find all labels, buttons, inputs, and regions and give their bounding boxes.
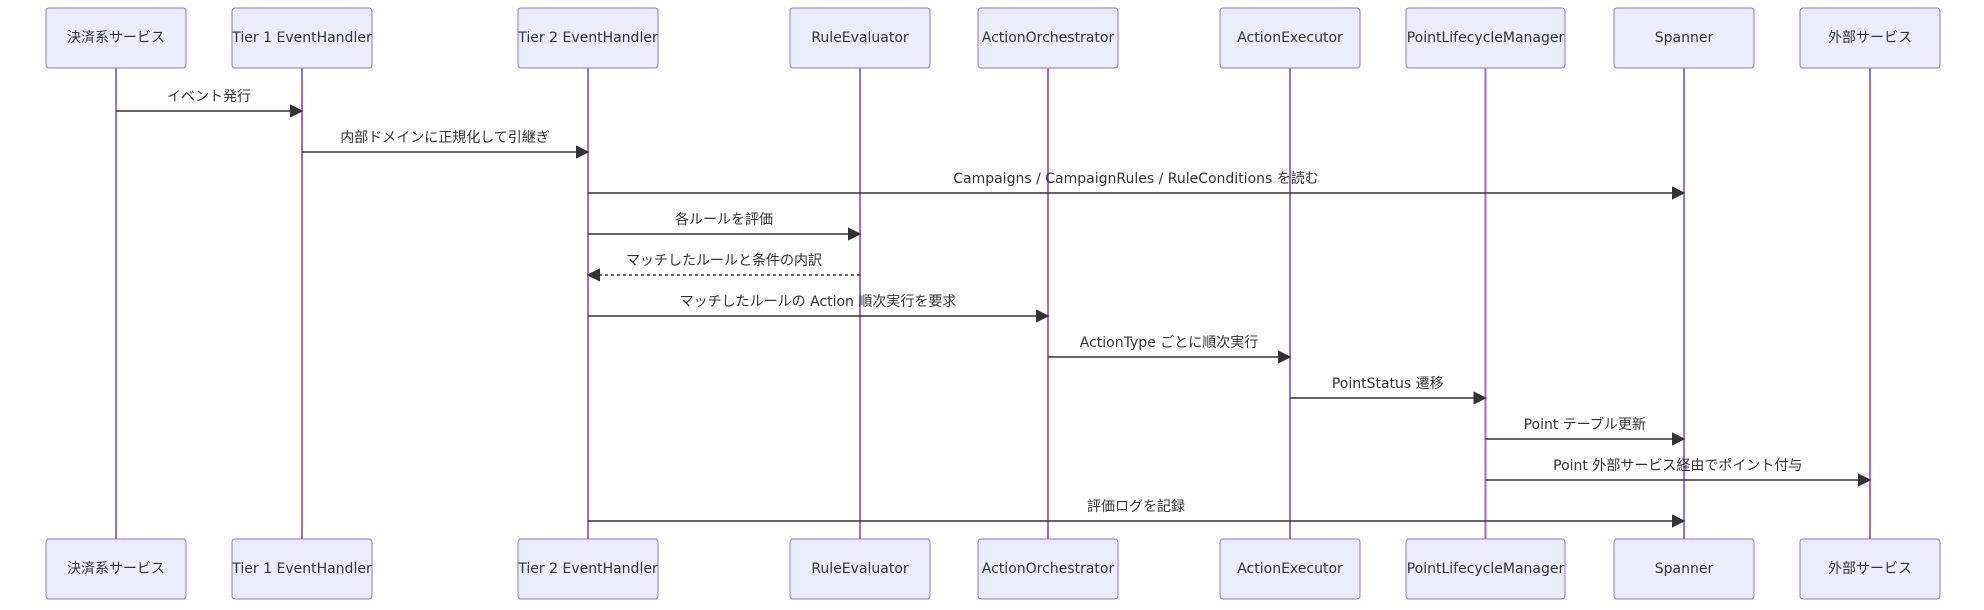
participant-payment-top: 決済系サービス (45, 7, 187, 69)
message-2: 内部ドメインに正規化して引継ぎ (302, 130, 590, 159)
message-8: PointStatus 遷移 (1290, 376, 1487, 405)
participant-label: 決済系サービス (67, 30, 165, 46)
participant-label: Tier 1 EventHandler (231, 30, 372, 46)
participant-label: Spanner (1655, 30, 1714, 46)
message-4: 各ルールを評価 (588, 212, 862, 241)
message-label: マッチしたルールと条件の内訳 (626, 252, 822, 269)
participant-orchestrator-top: ActionOrchestrator (977, 7, 1119, 69)
participant-external-bottom: 外部サービス (1799, 538, 1941, 600)
participant-box (517, 538, 659, 600)
participant-label: RuleEvaluator (811, 30, 909, 46)
message-label: PointStatus 遷移 (1332, 376, 1444, 392)
message-label: 評価ログを記録 (1087, 498, 1185, 515)
participant-label: RuleEvaluator (811, 561, 909, 577)
participant-orchestrator-bottom: ActionOrchestrator (977, 538, 1119, 600)
participant-box (1405, 7, 1566, 69)
message-label: 内部ドメインに正規化して引継ぎ (340, 130, 550, 146)
participant-label: PointLifecycleManager (1407, 30, 1565, 46)
participant-label: Spanner (1655, 561, 1714, 577)
participant-tier1-bottom: Tier 1 EventHandler (231, 538, 373, 600)
participant-box (45, 7, 187, 69)
message-label: イベント発行 (167, 89, 251, 105)
participant-lifecycle-bottom: PointLifecycleManager (1405, 538, 1566, 600)
message-label: ActionType ごとに順次実行 (1080, 335, 1258, 351)
participant-box (1799, 538, 1941, 600)
message-5: マッチしたルールと条件の内訳 (586, 252, 860, 282)
message-11: 評価ログを記録 (588, 498, 1686, 528)
participant-box (977, 538, 1119, 600)
participant-label: ActionExecutor (1237, 561, 1343, 577)
participant-label: 決済系サービス (67, 561, 165, 577)
participant-box (1799, 7, 1941, 69)
participant-label: ActionOrchestrator (982, 561, 1115, 577)
participant-tier1-top: Tier 1 EventHandler (231, 7, 373, 69)
participant-box (1219, 7, 1361, 69)
participant-box (231, 538, 373, 600)
message-10: Point 外部サービス経由でポイント付与 (1485, 458, 1872, 487)
participant-external-top: 外部サービス (1799, 7, 1941, 69)
message-label: Point 外部サービス経由でポイント付与 (1553, 458, 1802, 474)
participant-executor-bottom: ActionExecutor (1219, 538, 1361, 600)
participant-box (1219, 538, 1361, 600)
participant-label: 外部サービス (1828, 561, 1912, 577)
message-7: ActionType ごとに順次実行 (1048, 335, 1292, 364)
participant-spanner-bottom: Spanner (1613, 538, 1755, 600)
participant-label: ActionExecutor (1237, 30, 1343, 46)
participant-box (231, 7, 373, 69)
participant-box (517, 7, 659, 69)
message-6: マッチしたルールの Action 順次実行を要求 (588, 294, 1050, 323)
participant-executor-top: ActionExecutor (1219, 7, 1361, 69)
message-label: マッチしたルールの Action 順次実行を要求 (680, 294, 957, 310)
participant-spanner-top: Spanner (1613, 7, 1755, 69)
participant-box (789, 538, 931, 600)
participant-label: Tier 1 EventHandler (231, 561, 372, 577)
participant-box (45, 538, 187, 600)
participant-ruleeval-top: RuleEvaluator (789, 7, 931, 69)
participant-label: PointLifecycleManager (1407, 561, 1565, 577)
participant-box (1613, 7, 1755, 69)
participant-box (789, 7, 931, 69)
participant-label: Tier 2 EventHandler (517, 30, 658, 46)
message-9: Point テーブル更新 (1485, 416, 1686, 446)
participant-box (1405, 538, 1566, 600)
participant-label: ActionOrchestrator (982, 30, 1115, 46)
message-1: イベント発行 (116, 89, 304, 118)
message-label: Point テーブル更新 (1524, 416, 1646, 433)
participant-lifecycle-top: PointLifecycleManager (1405, 7, 1566, 69)
participant-box (977, 7, 1119, 69)
participant-tier2-top: Tier 2 EventHandler (517, 7, 659, 69)
message-3: Campaigns / CampaignRules / RuleConditio… (588, 170, 1686, 200)
message-label: Campaigns / CampaignRules / RuleConditio… (953, 170, 1319, 187)
participant-tier2-bottom: Tier 2 EventHandler (517, 538, 659, 600)
participant-payment-bottom: 決済系サービス (45, 538, 187, 600)
participant-box (1613, 538, 1755, 600)
message-label: 各ルールを評価 (675, 212, 773, 228)
participant-ruleeval-bottom: RuleEvaluator (789, 538, 931, 600)
participant-label: 外部サービス (1828, 30, 1912, 46)
participant-label: Tier 2 EventHandler (517, 561, 658, 577)
